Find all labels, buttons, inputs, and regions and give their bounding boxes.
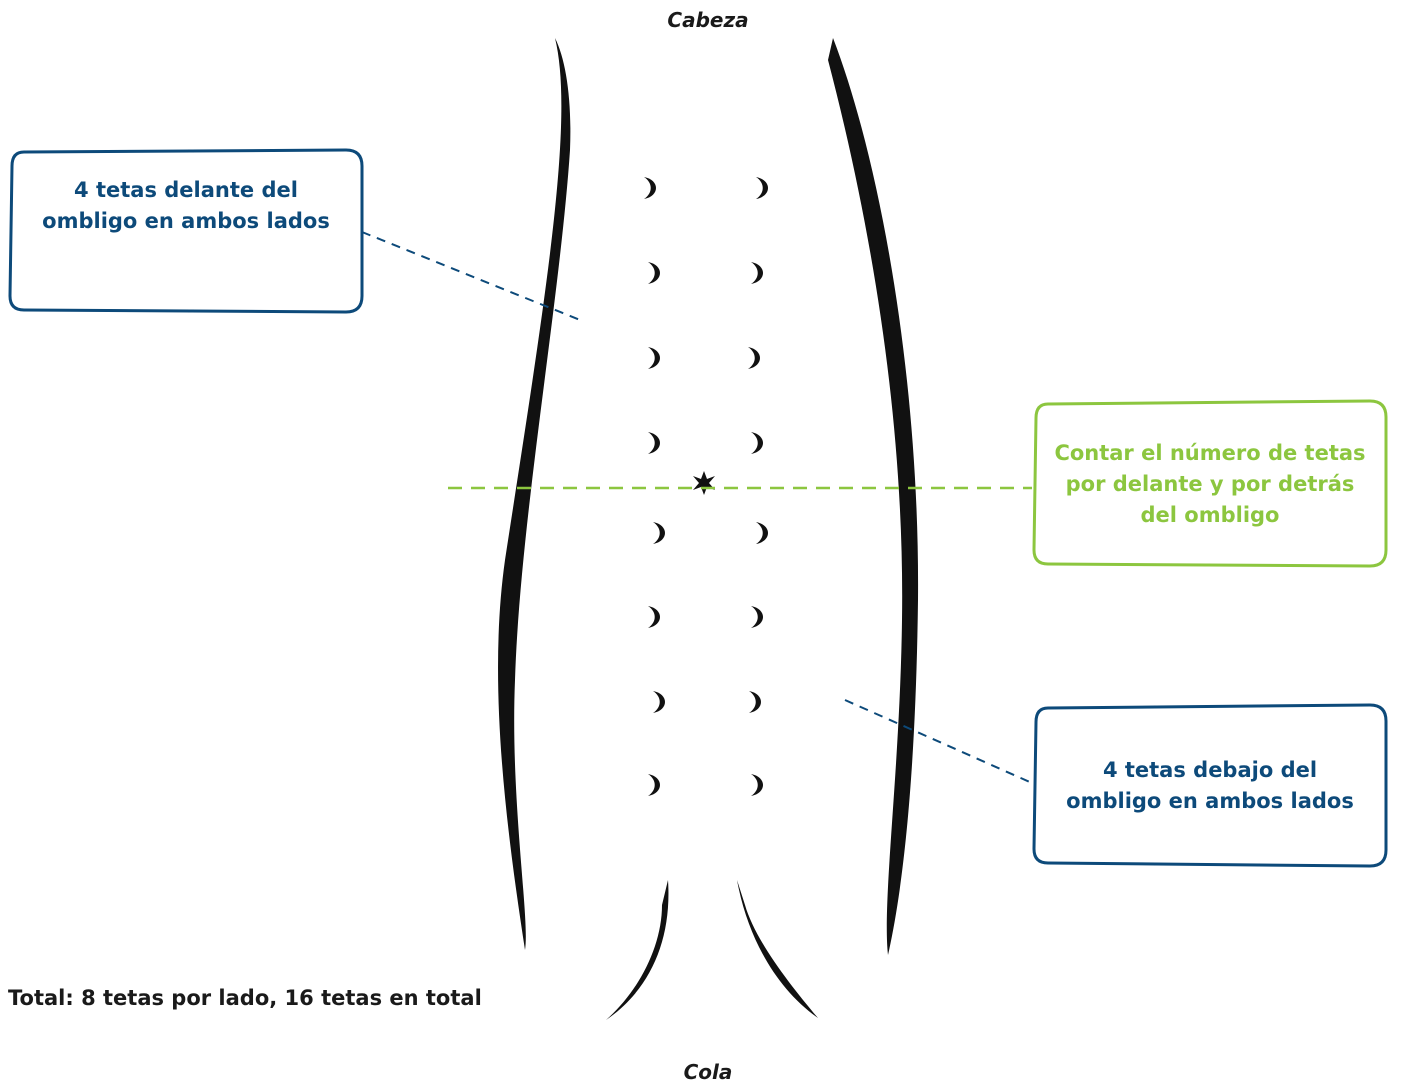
teat-left-6 xyxy=(648,606,660,628)
head-label: Cabeza xyxy=(667,8,749,32)
teat-right-7 xyxy=(749,691,761,713)
front-leader-line xyxy=(361,231,581,321)
teat-left-4 xyxy=(648,432,660,454)
body-outline-right xyxy=(828,38,919,955)
teat-left-7 xyxy=(653,691,665,713)
teat-left-1 xyxy=(644,177,656,199)
teats-group xyxy=(644,177,768,796)
callout-front-text: 4 tetas delante del ombligo en ambos lad… xyxy=(42,178,330,233)
tail-label: Cola xyxy=(683,1060,733,1084)
hind-leg-left xyxy=(606,880,669,1020)
teat-left-8 xyxy=(648,774,660,796)
total-summary: Total: 8 tetas por lado, 16 tetas en tot… xyxy=(8,986,482,1010)
teat-right-8 xyxy=(751,774,763,796)
teat-left-3 xyxy=(648,347,660,369)
hind-leg-right xyxy=(737,880,818,1018)
teat-right-2 xyxy=(751,262,763,284)
callout-navel-box xyxy=(1032,399,1388,568)
teat-left-5 xyxy=(653,522,665,544)
teat-right-1 xyxy=(756,177,768,199)
body-outline-left xyxy=(498,38,571,950)
teat-right-4 xyxy=(751,432,763,454)
callout-front-box xyxy=(8,148,364,314)
callout-navel-text: Contar el número de tetas por delante y … xyxy=(1054,440,1366,527)
teat-right-6 xyxy=(751,606,763,628)
callout-back-text: 4 tetas debajo del ombligo en ambos lado… xyxy=(1066,758,1354,813)
back-leader-line xyxy=(844,699,1033,784)
teat-right-5 xyxy=(756,522,768,544)
callout-back-box xyxy=(1032,703,1388,868)
navel-star-icon xyxy=(693,471,715,495)
teat-right-3 xyxy=(748,347,760,369)
teat-left-2 xyxy=(648,262,660,284)
